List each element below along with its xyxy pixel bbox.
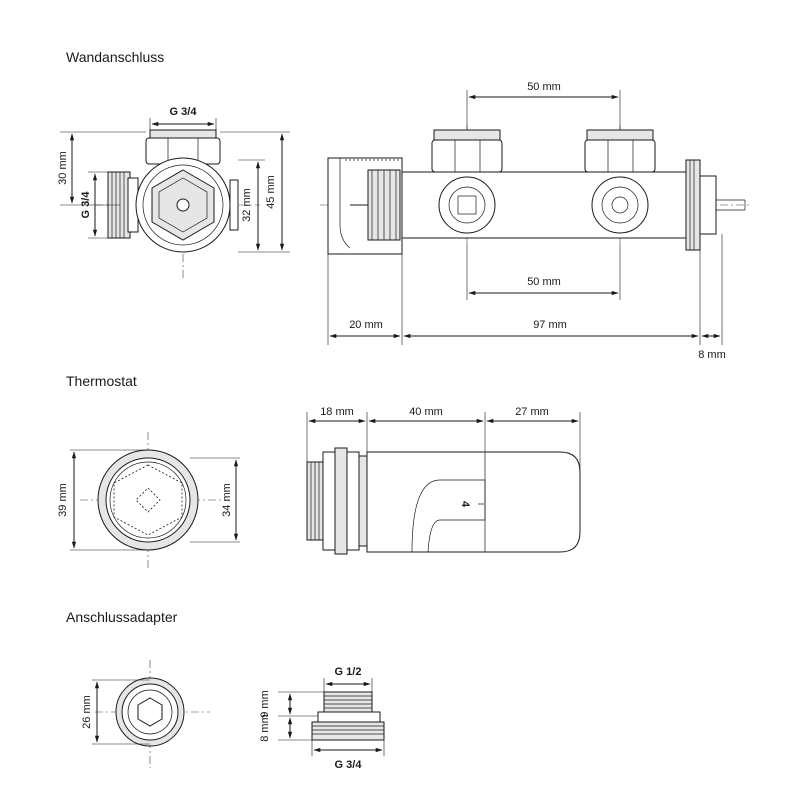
dim-8mm-adapter: 8 mm: [259, 714, 271, 742]
dim-8mm: 8 mm: [698, 349, 726, 361]
wall-connection-title: Wandanschluss: [66, 49, 164, 65]
dim-26mm: 26 mm: [81, 695, 93, 729]
adapter-front-view: 26 mm: [81, 660, 210, 768]
thermostat-front-view: [80, 432, 230, 568]
wall-connection-front-dims: G 3/4 30 mm G 3/4 32 mm 45 mm: [57, 106, 290, 253]
dim-50mm-top: 50 mm: [527, 81, 561, 93]
thermostat-side-dims: 18 mm 40 mm 27 mm: [306, 406, 581, 472]
dim-9mm: 9 mm: [259, 690, 271, 718]
thread-top-label: G 3/4: [170, 106, 198, 118]
dim-32mm: 32 mm: [241, 188, 253, 222]
thread-g34-label: G 3/4: [335, 759, 363, 771]
dim-18mm: 18 mm: [320, 406, 354, 418]
dim-30mm: 30 mm: [57, 151, 69, 185]
adapter-side-view: [311, 691, 385, 741]
dim-27mm: 27 mm: [515, 406, 549, 418]
thread-side-label: G 3/4: [80, 191, 92, 219]
wall-connection-side-view: [320, 125, 750, 255]
dim-97mm: 97 mm: [533, 319, 567, 331]
thread-g12-label: G 1/2: [335, 666, 362, 678]
dim-39mm: 39 mm: [57, 483, 69, 517]
adapter-side-dims: G 1/2 9 mm 8 mm G 3/4: [259, 666, 385, 771]
dim-40mm: 40 mm: [409, 406, 443, 418]
scale-mark: 4: [459, 501, 471, 508]
dim-45mm: 45 mm: [265, 175, 277, 209]
wall-connection-side-dims: 50 mm 50 mm 20 mm 97 mm 8 mm: [327, 81, 726, 361]
thermostat-title: Thermostat: [66, 373, 137, 389]
dim-34mm: 34 mm: [221, 483, 233, 517]
adapter-title: Anschlussadapter: [66, 609, 178, 625]
thermostat-side-view: 4: [306, 447, 581, 555]
dim-50mm-bottom: 50 mm: [527, 276, 561, 288]
thermostat-front-dims: 39 mm 34 mm: [57, 449, 240, 551]
dim-20mm: 20 mm: [349, 319, 383, 331]
wall-connection-front-view: [95, 129, 260, 280]
